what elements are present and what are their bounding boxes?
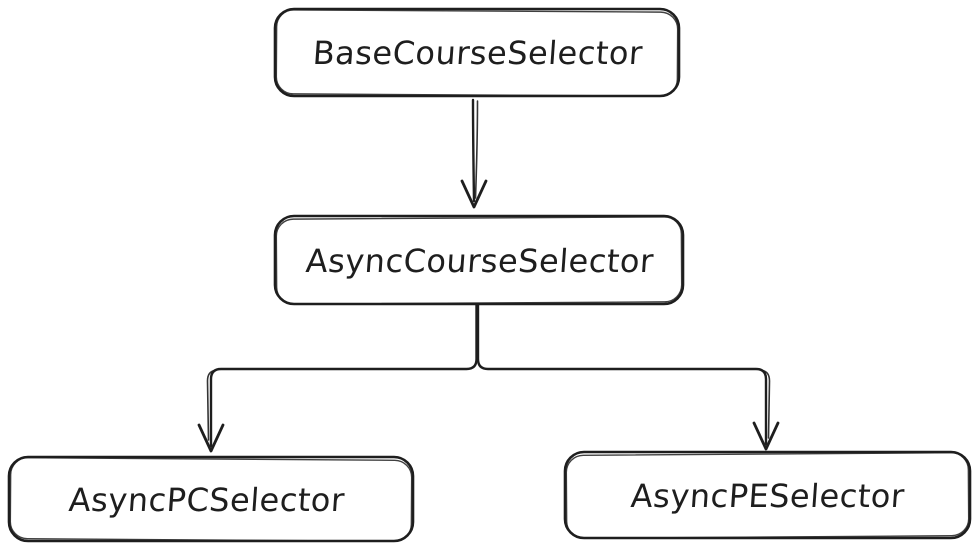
edge-line-sketch xyxy=(206,369,216,441)
node-async-pc-selector: AsyncPCSelector xyxy=(7,455,415,543)
node-async-course-selector: AsyncCourseSelector xyxy=(273,214,685,306)
arrowhead-down-icon xyxy=(460,179,488,209)
node-box xyxy=(273,7,681,98)
node-box xyxy=(7,455,415,543)
node-async-pe-selector: AsyncPESelector xyxy=(563,450,972,540)
node-base-course-selector: BaseCourseSelector xyxy=(273,7,681,98)
node-box-sketch xyxy=(275,216,683,305)
edge-asynccourse-to-asyncpc xyxy=(197,303,478,453)
edge-line xyxy=(476,303,768,446)
node-box xyxy=(273,214,685,306)
arrowhead-down-icon xyxy=(752,421,780,451)
node-box-sketch xyxy=(9,457,413,542)
node-label: AsyncPESelector xyxy=(630,477,907,515)
arrowhead-down-icon xyxy=(197,423,225,453)
node-label: AsyncCourseSelector xyxy=(305,242,656,280)
node-label: AsyncPCSelector xyxy=(68,481,347,519)
edge-line-sketch xyxy=(474,100,479,199)
node-box-sketch xyxy=(275,9,679,97)
edge-line-sketch xyxy=(761,369,771,439)
edge-line xyxy=(209,303,478,448)
edge-line xyxy=(471,98,476,203)
node-label: BaseCourseSelector xyxy=(312,34,645,72)
node-box-sketch xyxy=(565,452,970,539)
edge-asynccourse-to-asyncpe xyxy=(476,303,780,451)
node-box xyxy=(563,450,972,540)
edge-base-to-asynccourse xyxy=(460,98,488,209)
